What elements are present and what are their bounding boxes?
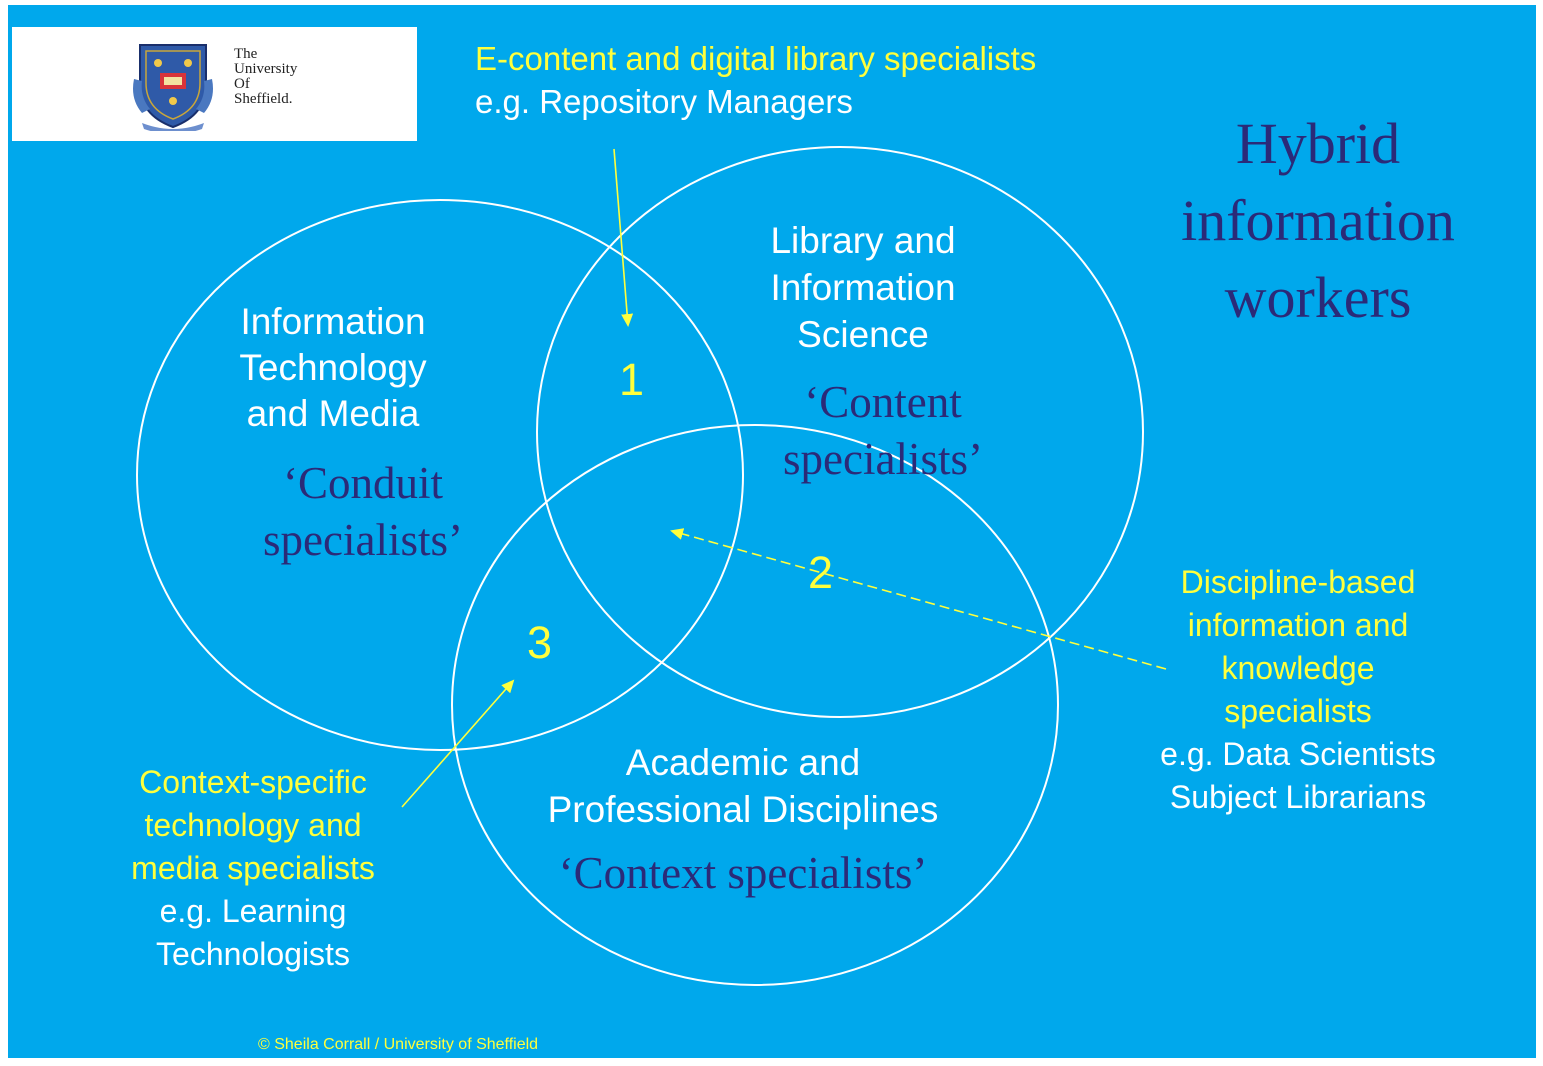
university-logo: The University Of Sheffield. [12, 27, 417, 141]
heading-line: Science [797, 314, 929, 355]
callout-example: Technologists [156, 936, 350, 972]
role-line: ‘Content [804, 377, 962, 427]
econtent-callout-example: e.g. Repository Managers [475, 83, 853, 120]
heading-line: Academic and [625, 742, 861, 783]
slide-title: Hybrid information workers [1138, 105, 1498, 336]
econtent-callout-title: E-content and digital library specialist… [475, 40, 1037, 77]
university-wordmark: The University Of Sheffield. [234, 47, 297, 107]
arrow-econtent [613, 148, 634, 327]
heading-line: Technology [239, 347, 427, 388]
context-callout: Context-specific technology and media sp… [93, 761, 413, 976]
callout-line: knowledge [1221, 650, 1375, 686]
role-line: specialists’ [263, 515, 463, 565]
callout-line: technology and [144, 807, 362, 843]
lis-heading: Library and Information Science [703, 217, 1023, 358]
callout-line: media specialists [131, 850, 375, 886]
overlap-number-2: 2 [808, 547, 834, 598]
heading-line: Information [240, 301, 426, 342]
academic-heading: Academic and Professional Disciplines [498, 739, 988, 833]
title-line: workers [1224, 265, 1412, 330]
arrow-context [401, 679, 515, 808]
circle-academic [451, 424, 1059, 986]
role-line: ‘Conduit [282, 458, 443, 508]
wordmark-line: Of [234, 76, 250, 92]
callout-line: information and [1187, 607, 1409, 643]
title-line: information [1181, 188, 1455, 253]
wordmark-line: The [234, 46, 258, 62]
callout-example: e.g. Learning [159, 893, 347, 929]
callout-example: e.g. Data Scientists [1160, 736, 1436, 772]
discipline-callout: Discipline-based information and knowled… [1118, 561, 1478, 819]
copyright-footer: © Sheila Corrall / University of Sheffie… [258, 1036, 539, 1053]
university-crest-icon [133, 44, 213, 131]
callout-line: Context-specific [139, 764, 367, 800]
arrow-discipline [670, 528, 1167, 670]
overlap-number-3: 3 [527, 617, 553, 668]
circle-lis [536, 146, 1144, 718]
overlap-number-1: 1 [619, 354, 645, 405]
role-line: specialists’ [783, 434, 983, 484]
callout-line: Discipline-based [1180, 564, 1416, 600]
wordmark-line: Sheffield. [234, 91, 293, 107]
academic-role: ‘Context specialists’ [558, 848, 928, 898]
callout-example: Subject Librarians [1169, 779, 1427, 815]
heading-line: and Media [246, 393, 420, 434]
it-media-role: ‘Conduit specialists’ [213, 455, 513, 569]
heading-line: Library and [770, 220, 956, 261]
lis-role: ‘Content specialists’ [733, 374, 1033, 488]
wordmark-line: University [234, 61, 298, 77]
heading-line: Information [770, 267, 956, 308]
heading-line: Professional Disciplines [547, 789, 939, 830]
callout-line: specialists [1224, 693, 1372, 729]
venn-diagram [136, 146, 1167, 986]
slide: The University Of Sheffield. Hybrid info… [8, 5, 1536, 1058]
title-line: Hybrid [1235, 111, 1401, 176]
it-media-heading: Information Technology and Media [173, 299, 493, 437]
circle-it-media [136, 199, 744, 751]
